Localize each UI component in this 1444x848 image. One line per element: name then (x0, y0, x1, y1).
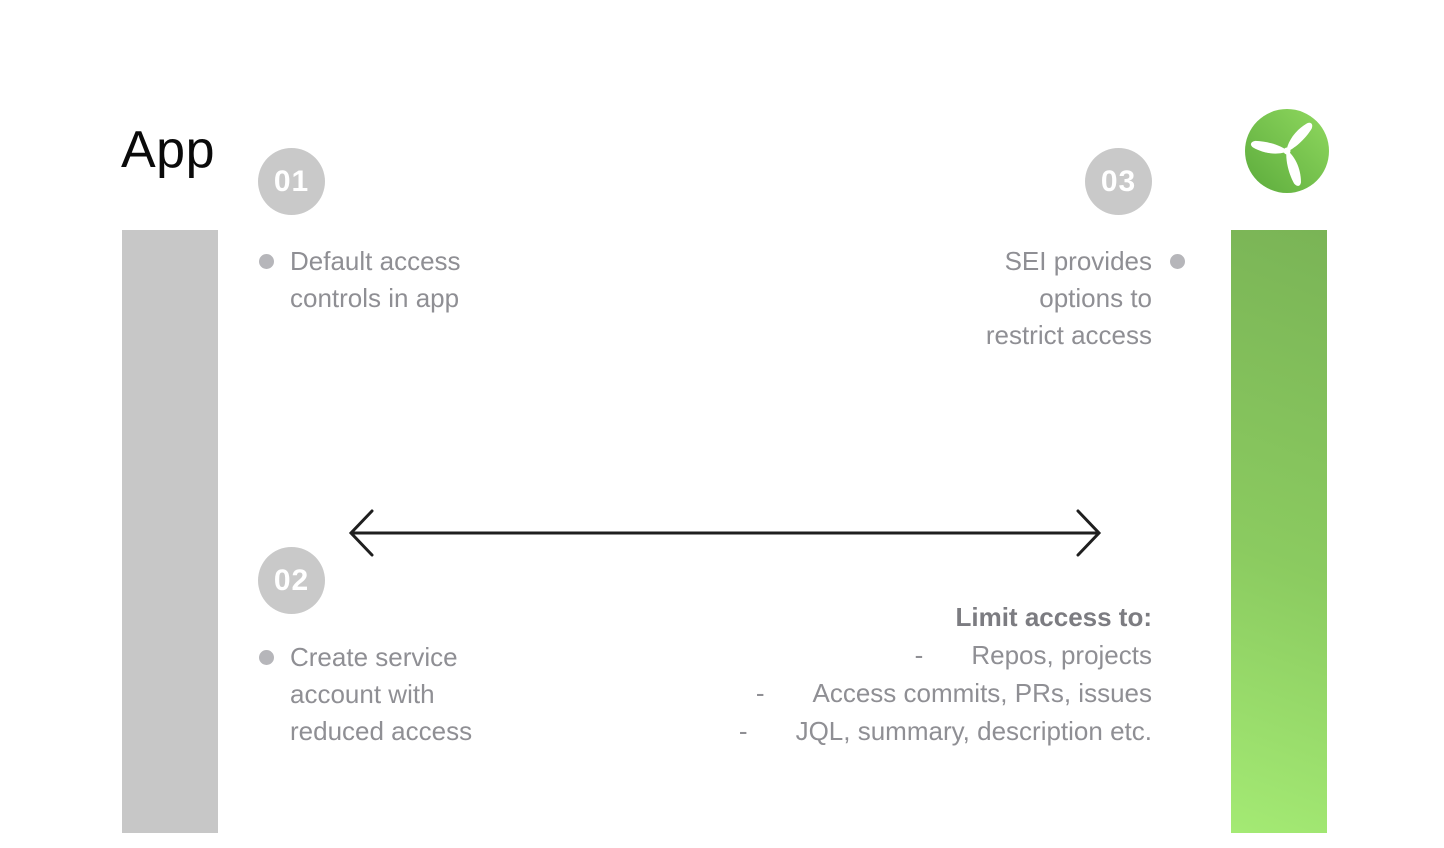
app-column-bar (122, 230, 218, 833)
list-item: - Access commits, PRs, issues (739, 674, 1152, 712)
step-3-note: SEI provides options to restrict access (986, 243, 1185, 354)
list-item-text: JQL, summary, description etc. (795, 716, 1152, 746)
step-1-note: Default access controls in app (259, 243, 461, 317)
sei-brand-logo (1245, 109, 1329, 193)
propeller-icon (1245, 109, 1329, 193)
page-title: App (121, 121, 216, 179)
step-number: 03 (1100, 164, 1137, 198)
list-item-text: Repos, projects (971, 640, 1152, 670)
sei-column-bar (1231, 230, 1327, 833)
list-item: - Repos, projects (739, 636, 1152, 674)
step-badge-02: 02 (258, 547, 325, 614)
note-line: controls in app (290, 283, 460, 313)
list-item: - JQL, summary, description etc. (739, 712, 1152, 750)
step-3-text: SEI provides options to restrict access (986, 243, 1152, 354)
dash-icon: - (755, 678, 765, 708)
step-1-text: Default access controls in app (290, 243, 461, 317)
two-way-arrow-icon (348, 509, 1102, 557)
step-number: 02 (273, 563, 310, 597)
step-badge-03: 03 (1085, 148, 1152, 215)
note-line: options to (1039, 283, 1152, 313)
two-way-arrow (340, 498, 1110, 573)
limit-heading: Limit access to: (955, 602, 1152, 632)
bullet-icon (1170, 254, 1185, 269)
dash-icon: - (738, 716, 748, 746)
note-line: Create service (290, 642, 458, 672)
note-line: reduced access (290, 716, 473, 746)
step-number: 01 (273, 164, 310, 198)
limit-access-block: Limit access to: - Repos, projects - Acc… (739, 598, 1152, 750)
note-line: account with (290, 679, 435, 709)
step-badge-01: 01 (258, 148, 325, 215)
dash-icon: - (914, 640, 924, 670)
note-line: restrict access (985, 320, 1152, 350)
list-item-text: Access commits, PRs, issues (812, 678, 1152, 708)
bullet-icon (259, 254, 274, 269)
step-2-text: Create service account with reduced acce… (290, 639, 472, 750)
step-2-note: Create service account with reduced acce… (259, 639, 472, 750)
bullet-icon (259, 650, 274, 665)
note-line: SEI provides (1004, 246, 1152, 276)
note-line: Default access (290, 246, 461, 276)
